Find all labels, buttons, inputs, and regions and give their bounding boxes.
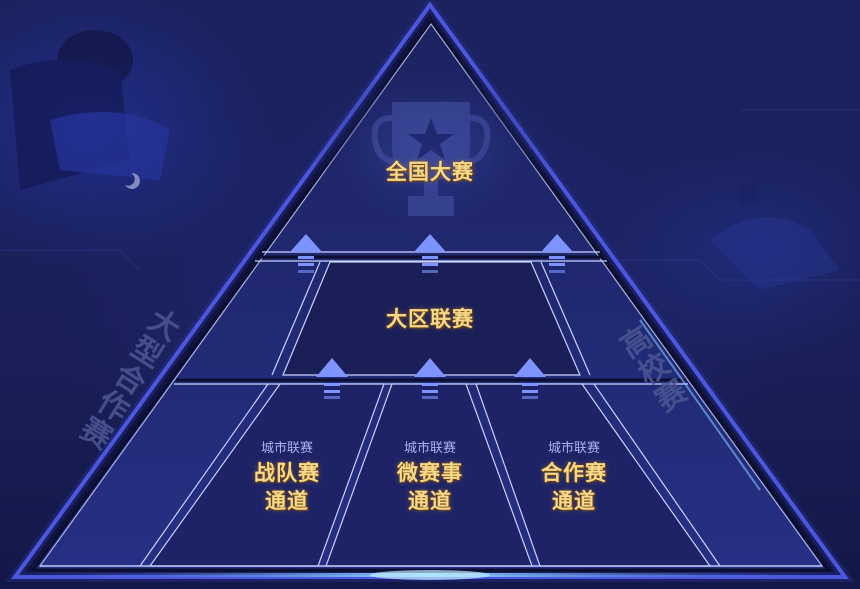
channel-title-line1: 战队赛 [254,461,320,485]
up-arrow-icon [514,358,546,399]
channel-title-line2: 通道 [552,489,596,513]
up-arrow-icon [414,358,446,399]
channel-cooperation: 城市联赛 合作赛 通道 [541,441,607,515]
background-figure-right [710,185,840,290]
channel-subtitle: 城市联赛 [403,441,456,456]
up-arrow-icon [414,234,446,273]
channel-title-line1: 合作赛 [541,461,607,485]
channel-subtitle: 城市联赛 [260,441,313,456]
trophy-icon [371,102,491,216]
up-arrow-icon [290,234,322,273]
background-figure-left [10,30,170,190]
channel-micro-event: 城市联赛 微赛事 通道 [397,441,463,515]
tier3-panels [148,383,712,567]
channel-team-match: 城市联赛 战队赛 通道 [254,441,320,515]
arrows-tier3-to-tier2 [316,358,546,399]
arrows-tier2-to-tier1 [290,234,573,273]
up-arrow-icon [541,234,573,273]
circuit-lines [0,109,860,281]
channel-title-line2: 通道 [265,489,309,513]
channel-subtitle: 城市联赛 [547,441,600,456]
tier1-title: 全国大赛 [386,160,474,184]
tier2-panel [282,261,581,376]
up-arrow-icon [316,358,348,399]
channel-title-line2: 通道 [408,489,452,513]
channel-title-line1: 微赛事 [397,461,463,485]
tier2-title: 大区联赛 [386,307,474,331]
